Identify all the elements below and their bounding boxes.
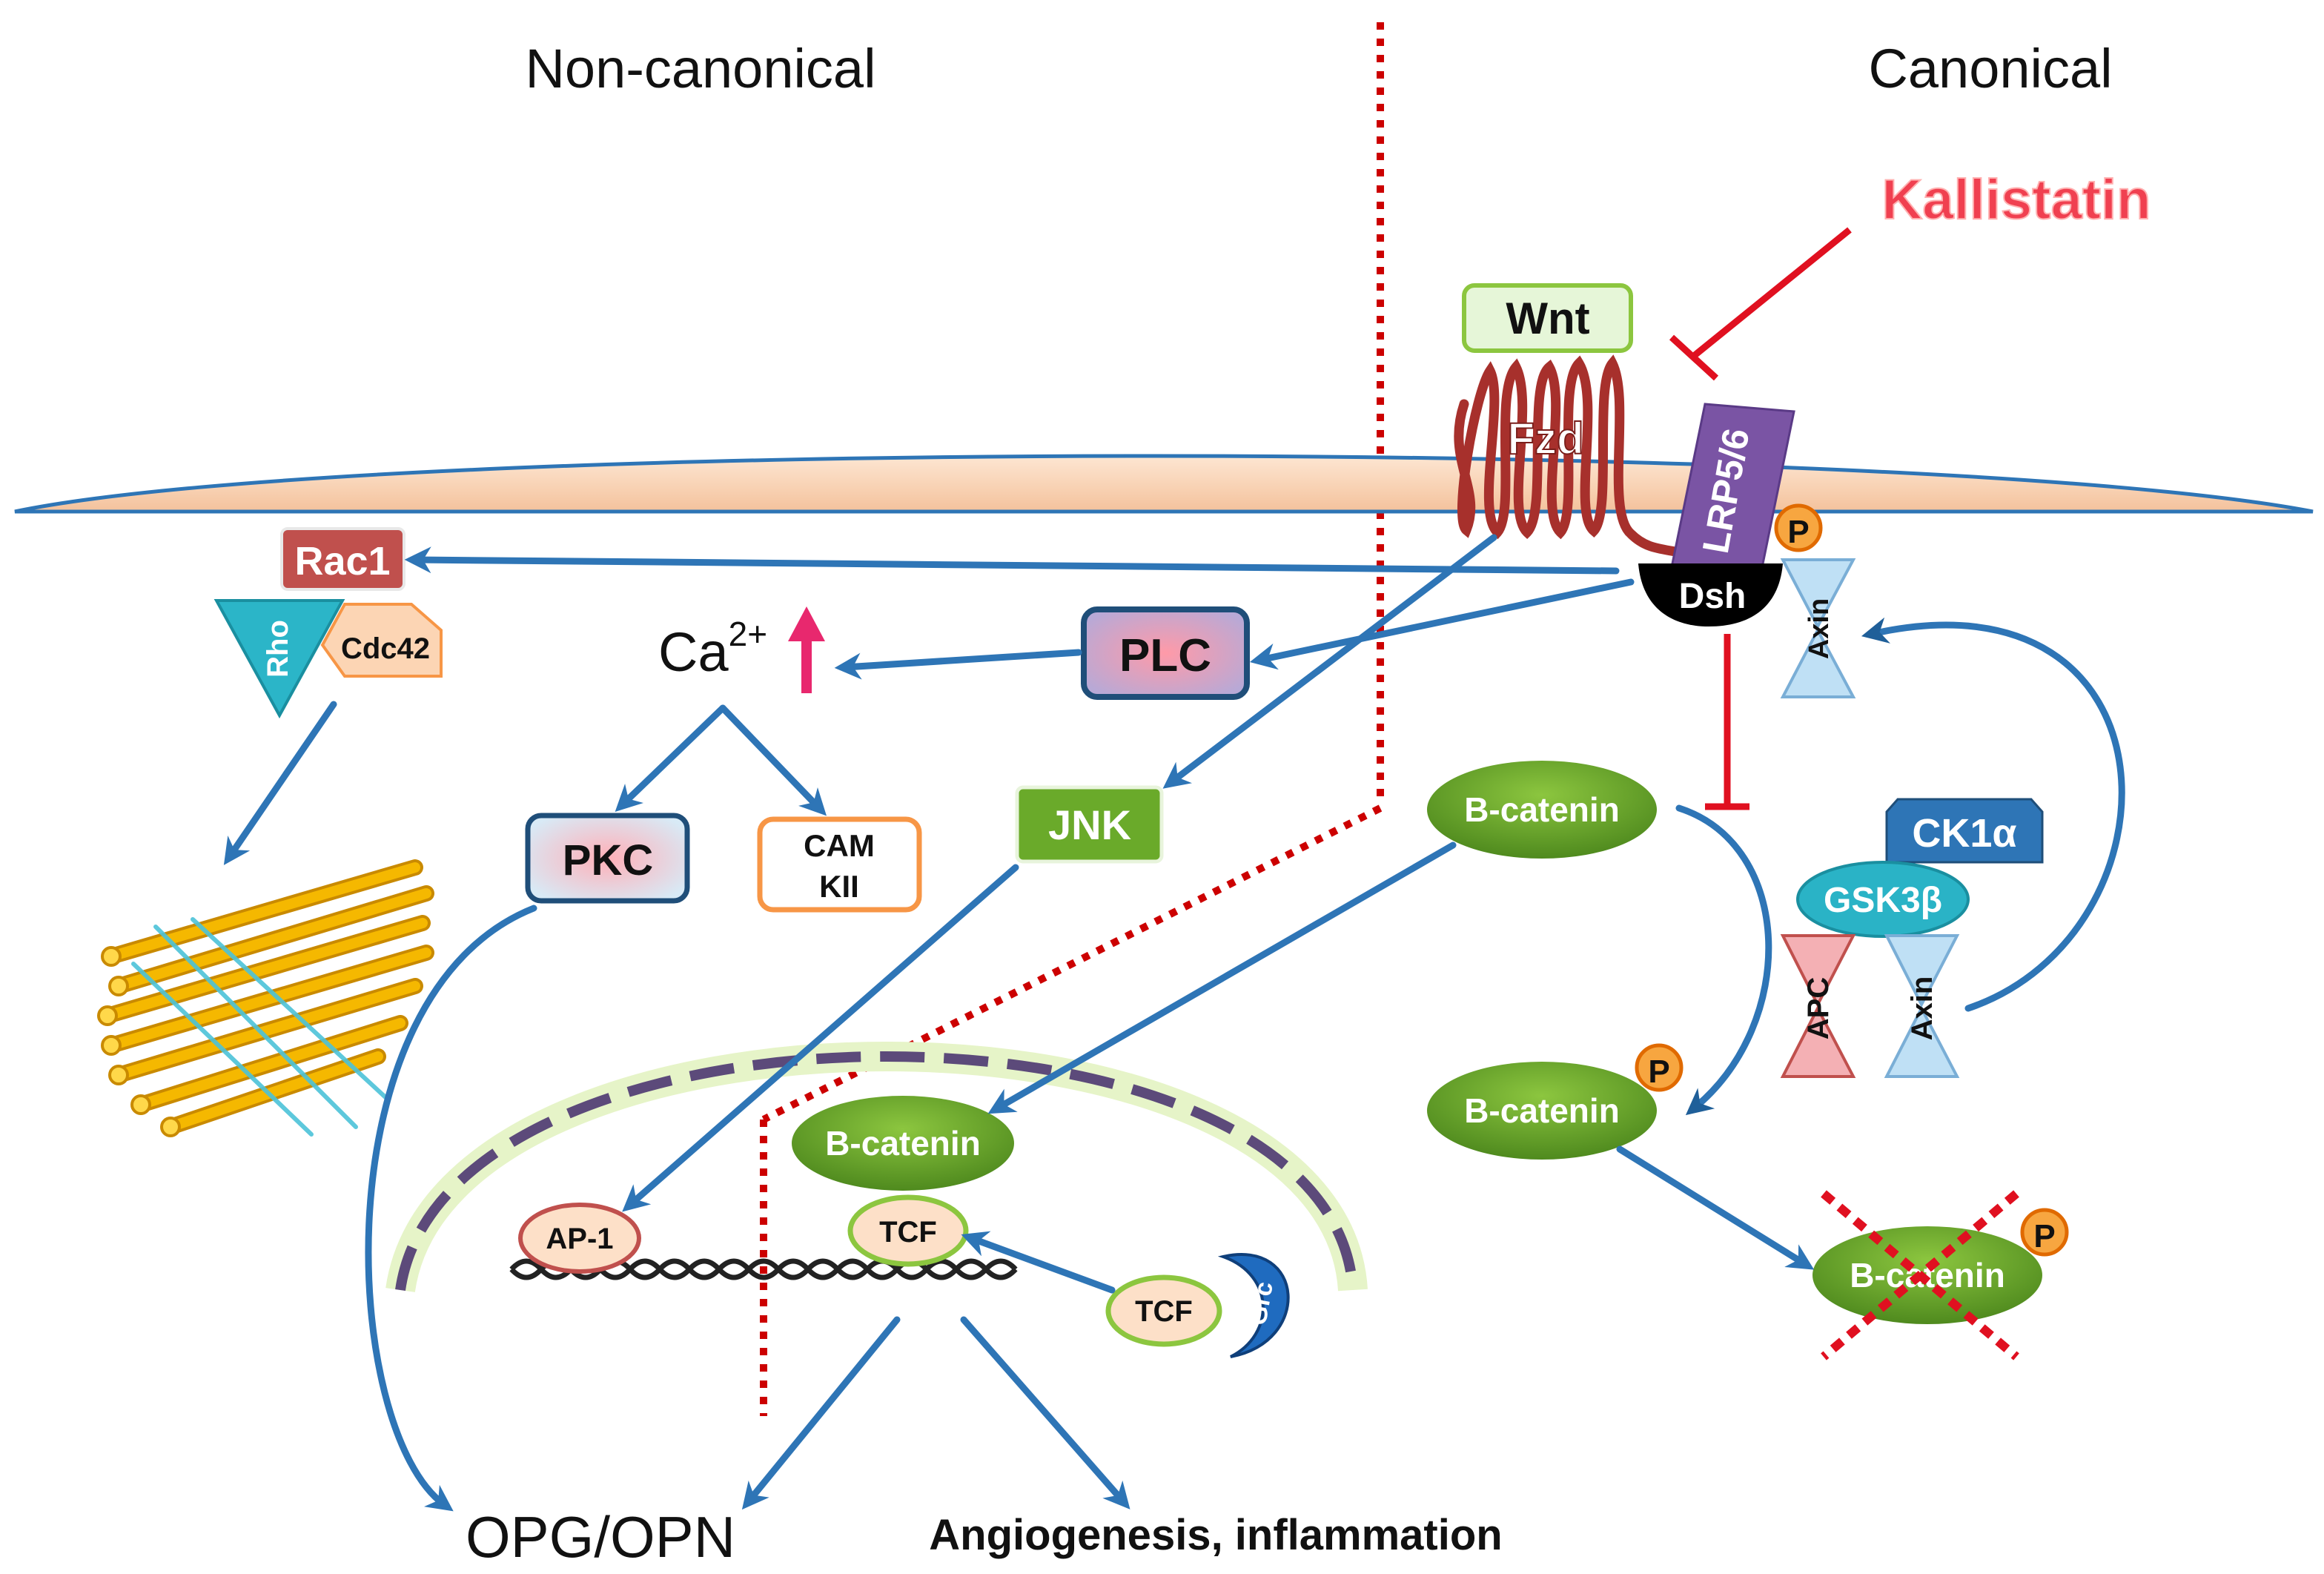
svg-text:Axin: Axin [1804,598,1835,659]
svg-text:Axin: Axin [1906,976,1939,1041]
gsk3b-node [1796,861,1970,938]
kallistatin-inhibition [1692,227,1852,359]
tcf-node [847,1194,969,1267]
wnt-label: Wnt [1506,294,1589,343]
pathway-divider [760,22,1384,1416]
wnt-box [1462,283,1633,353]
bcatenin-free [1427,761,1657,859]
bcatenin-phospho-badge-label: P [1648,1054,1669,1090]
dsh-inhibition [1705,634,1749,810]
ap1-node [518,1203,641,1274]
nuclear-bcatenin [792,1096,1014,1191]
cdc42-shape [320,603,443,678]
ck1a-box [1885,798,2044,864]
jnk-label: JNK [1048,801,1131,848]
bcatenin-degraded-badge-label: P [2033,1218,2055,1254]
output-angiogenesis: Angiogenesis, inflammation [929,1511,1502,1559]
tcf-repressed-label: TCF [1135,1295,1193,1328]
pkc-box [525,813,690,904]
camkii-label-line1: CAM [804,828,875,863]
axin-complex: Axin [1884,934,1960,1078]
degradation-cross-icon [1821,1190,2019,1360]
bcatenin-phospho-label: B-catenin [1464,1091,1620,1130]
bcatenin-phospho-badge [1635,1043,1684,1092]
rho-label: Rho [262,620,294,678]
bcatenin-free-label: B-catenin [1464,790,1620,829]
kallistatin-label: Kallistatin [1881,168,2151,231]
gsk3b-label: GSK3β [1824,881,1942,920]
pkc-label: PKC [563,836,653,884]
tcf-repressed-node [1105,1274,1222,1347]
rac1-label: Rac1 [294,539,390,583]
bcatenin-phospho [1427,1062,1657,1160]
lrp-phospho-label: P [1787,514,1809,550]
ap1-label: AP-1 [546,1223,613,1255]
plc-label: PLC [1119,630,1211,681]
kallistatin-tbar [1669,334,1719,381]
heading-canonical: Canonical [1868,38,2112,99]
jnk-box [1015,785,1164,864]
nuclear-bcatenin-label: B-catenin [825,1124,981,1163]
camkii-label-line2: KII [819,869,859,904]
signaling-arrows [223,534,2125,1512]
dsh-shape [1638,563,1783,626]
rac1-box [280,527,405,591]
svg-text:APC: APC [1802,977,1835,1039]
lrp-phospho-badge [1774,503,1823,552]
nucleus-envelope [395,1051,1358,1292]
tcf-label: TCF [879,1216,937,1249]
heading-noncanonical: Non-canonical [525,38,875,99]
fzd-label: Fzd [1507,414,1583,463]
bcatenin-degraded [1812,1226,2042,1324]
cell-membrane [14,454,2314,514]
bcatenin-degraded-label: B-catenin [1850,1256,2005,1294]
rho-triangle [213,599,345,719]
plc-box [1081,606,1250,700]
axin-top: Axin [1780,558,1856,698]
camkii-box [757,816,922,913]
fzd-receptor [1454,354,1684,558]
grg-shape [1217,1253,1290,1358]
bcatenin-degraded-badge [2020,1208,2069,1257]
ck1a-label: CK1α [1912,811,2016,856]
calcium-label: Ca2+ [658,615,767,683]
calcium-up-arrow [788,606,825,693]
cytoskeleton-illustration [97,859,434,1137]
dsh-label: Dsh [1679,577,1747,616]
output-opg-opn: OPG/OPN [466,1504,735,1570]
apc-hourglass: APC [1780,934,1856,1078]
cdc42-label: Cdc42 [341,632,430,665]
